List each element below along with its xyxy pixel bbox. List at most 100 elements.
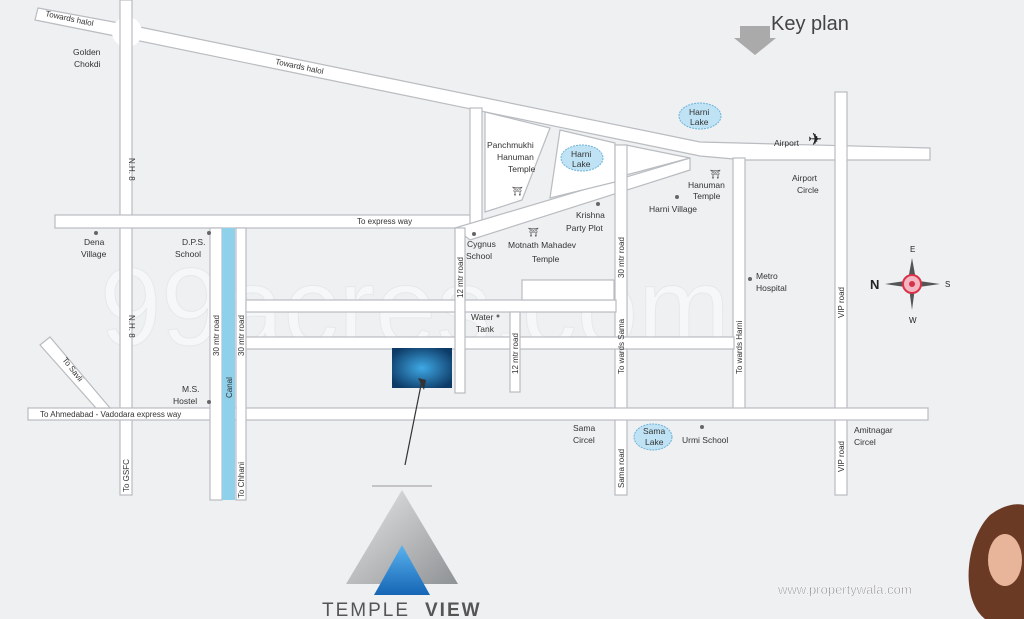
- map-shape: [207, 400, 211, 404]
- map-shape: [374, 545, 430, 595]
- block-small: [521, 279, 615, 301]
- map-label: Lake: [572, 159, 591, 169]
- map-label: Krishna: [576, 210, 605, 220]
- map-label: Amitnagar: [854, 425, 893, 435]
- map-label: 30 mtr road: [617, 237, 626, 278]
- sama-lake-icon: [633, 423, 673, 451]
- arrow-head-icon: [418, 378, 426, 390]
- map-shape: [472, 232, 476, 236]
- map-label: To wards Sama: [617, 318, 626, 374]
- map-shape: [346, 490, 458, 584]
- map-label: Hospital: [756, 283, 787, 293]
- map-shape: [748, 277, 752, 281]
- map-shape: [675, 195, 679, 199]
- map-shape: [909, 281, 915, 287]
- map-label: Circel: [573, 435, 595, 445]
- map-label: N.H. 8: [127, 315, 136, 338]
- temple-icon: ⛩: [528, 227, 539, 237]
- map-label: Panchmukhi: [487, 140, 534, 150]
- map-shape: [988, 534, 1022, 586]
- map-label: School: [466, 251, 492, 261]
- map-label: 30 mtr road: [237, 315, 246, 356]
- road-ahmedabad-vadodara: [27, 407, 929, 421]
- temple-icon: ⛩: [512, 186, 523, 196]
- map-shape: [700, 425, 704, 429]
- map-label: Airport: [774, 138, 800, 148]
- airplane-icon: ✈: [808, 130, 822, 149]
- road-30m-left: [209, 227, 223, 501]
- map-label: To express way: [357, 217, 412, 226]
- pointer-arrow: [404, 379, 423, 466]
- map-label: N.H. 8: [127, 158, 136, 181]
- road-horizontal-2: [245, 336, 735, 350]
- map-label: To Ahmedabad - Vadodara express way: [40, 410, 181, 419]
- map-label: Motnath Mahadev: [508, 240, 577, 250]
- map-label: Circle: [797, 185, 819, 195]
- map-label: Cygnus: [467, 239, 496, 249]
- road-30m: [235, 227, 247, 501]
- map-label: Sama road: [617, 449, 626, 488]
- road-nh8: [119, 0, 133, 496]
- map-label: S: [945, 280, 950, 289]
- person-photo: [968, 504, 1024, 619]
- road-12m-a: [454, 227, 466, 394]
- map-label: Harni: [571, 149, 591, 159]
- block-panchmukhi: [484, 111, 551, 213]
- map-shape: [596, 202, 600, 206]
- map-label: Lake: [690, 117, 709, 127]
- map-label: Temple: [508, 164, 536, 174]
- roads: [27, 0, 931, 501]
- map-label: Lake: [645, 437, 664, 447]
- compass-rose-icon: N E S W: [870, 245, 950, 325]
- map-label: E: [910, 245, 915, 254]
- harni-lake-icon: [560, 144, 604, 172]
- map-label: Hanuman: [688, 180, 725, 190]
- map-label: To GSFC: [122, 459, 131, 492]
- map-label: Harni Village: [649, 204, 697, 214]
- map-label: Harni: [689, 107, 709, 117]
- down-arrow-icon: [734, 26, 776, 55]
- map-label: Hostel: [173, 396, 197, 406]
- map-label: Circel: [854, 437, 876, 447]
- map-label: 12 mtr road: [456, 257, 465, 298]
- map-label: 12 mtr road: [511, 333, 520, 374]
- road-vip: [834, 91, 848, 496]
- map-label: Hanuman: [497, 152, 534, 162]
- temple-icon: ⛩: [710, 169, 721, 179]
- map-label: VIEW: [425, 600, 482, 619]
- map-label: Chokdi: [74, 59, 101, 69]
- map-label: W: [909, 316, 917, 325]
- map-label: Temple: [693, 191, 721, 201]
- map-label: Canal: [225, 377, 234, 398]
- map-label: Sama: [573, 423, 595, 433]
- map-label: Golden: [73, 47, 101, 57]
- map-label: D.P.S.: [182, 237, 205, 247]
- road-12m-b: [509, 311, 521, 393]
- canal: [222, 228, 235, 500]
- map-label: VIP road: [837, 287, 846, 318]
- road-horizontal-1: [245, 299, 617, 313]
- map-label: To Chhani: [237, 462, 246, 498]
- map-label: Sama: [643, 426, 665, 436]
- map-label: 30 mtr road: [212, 315, 221, 356]
- map-shape: [496, 314, 500, 318]
- map-label: Dena: [84, 237, 105, 247]
- map-label: Metro: [756, 271, 778, 281]
- map-label: Urmi School: [682, 435, 728, 445]
- map-shape: [207, 231, 211, 235]
- map-label: Temple: [532, 254, 560, 264]
- temple-view-logo: TEMPLE VIEW: [322, 485, 482, 619]
- map-label: N: [870, 277, 879, 292]
- map-label: School: [175, 249, 201, 259]
- map-label: VIP road: [837, 441, 846, 472]
- road-to-savli: [39, 336, 112, 409]
- map-label: Airport: [792, 173, 818, 183]
- map-label: M.S.: [182, 384, 199, 394]
- key-plan-title: Key plan: [771, 13, 849, 35]
- map-label: Party Plot: [566, 223, 603, 233]
- map-label: Tank: [476, 324, 495, 334]
- map-label: Village: [81, 249, 107, 259]
- harni-lake-icon: [678, 102, 722, 130]
